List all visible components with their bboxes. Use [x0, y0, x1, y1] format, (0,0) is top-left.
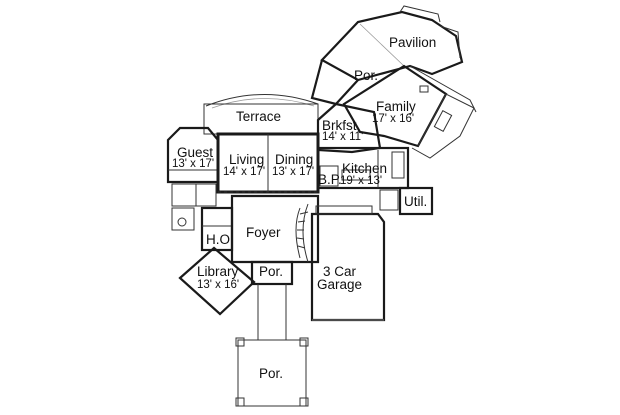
garage-label-line2: Garage: [317, 277, 362, 292]
library-label: Library: [197, 264, 239, 279]
family-room-outline: [342, 64, 475, 159]
pavilion-label: Pavilion: [389, 35, 436, 50]
dining-label: Dining: [275, 152, 313, 167]
kitchen-size: 19' x 13': [340, 175, 382, 187]
family-label: Family: [376, 99, 416, 114]
bp-label: B.P.: [318, 172, 342, 187]
library-size: 13' x 16': [197, 279, 239, 291]
kitchen-outline: [316, 146, 410, 190]
garage-label-line1: 3 Car: [323, 264, 357, 279]
porch-entry-outline: [250, 260, 294, 340]
pavilion-outline: [320, 5, 464, 82]
living-size: 14' x 17': [223, 166, 265, 178]
foyer-outline: [230, 194, 320, 264]
porch-bottom-outline: [235, 337, 309, 407]
terrace-label: Terrace: [236, 109, 281, 124]
guest-suite-outline: [166, 126, 220, 231]
ho-label: H.O: [206, 232, 230, 247]
garage-outline: [310, 205, 386, 322]
kitchen-label: Kitchen: [342, 161, 387, 176]
porch-top-label: Por.: [354, 68, 378, 83]
library-outline: [178, 246, 256, 316]
living-label: Living: [229, 152, 264, 167]
foyer-label: Foyer: [246, 225, 281, 240]
porch-bottom-label: Por.: [259, 366, 283, 381]
guest-label: Guest: [177, 145, 213, 160]
dining-size: 13' x 17': [272, 166, 314, 178]
brkfst-label: Brkfst.: [322, 118, 360, 133]
brkfst-size: 14' x 11': [322, 131, 363, 143]
porch-entry-label: Por.: [259, 264, 283, 279]
family-size: 17' x 16': [372, 113, 414, 125]
utility-outline: [379, 186, 434, 216]
util-label: Util.: [404, 194, 427, 209]
guest-size: 13' x 17': [172, 158, 214, 170]
